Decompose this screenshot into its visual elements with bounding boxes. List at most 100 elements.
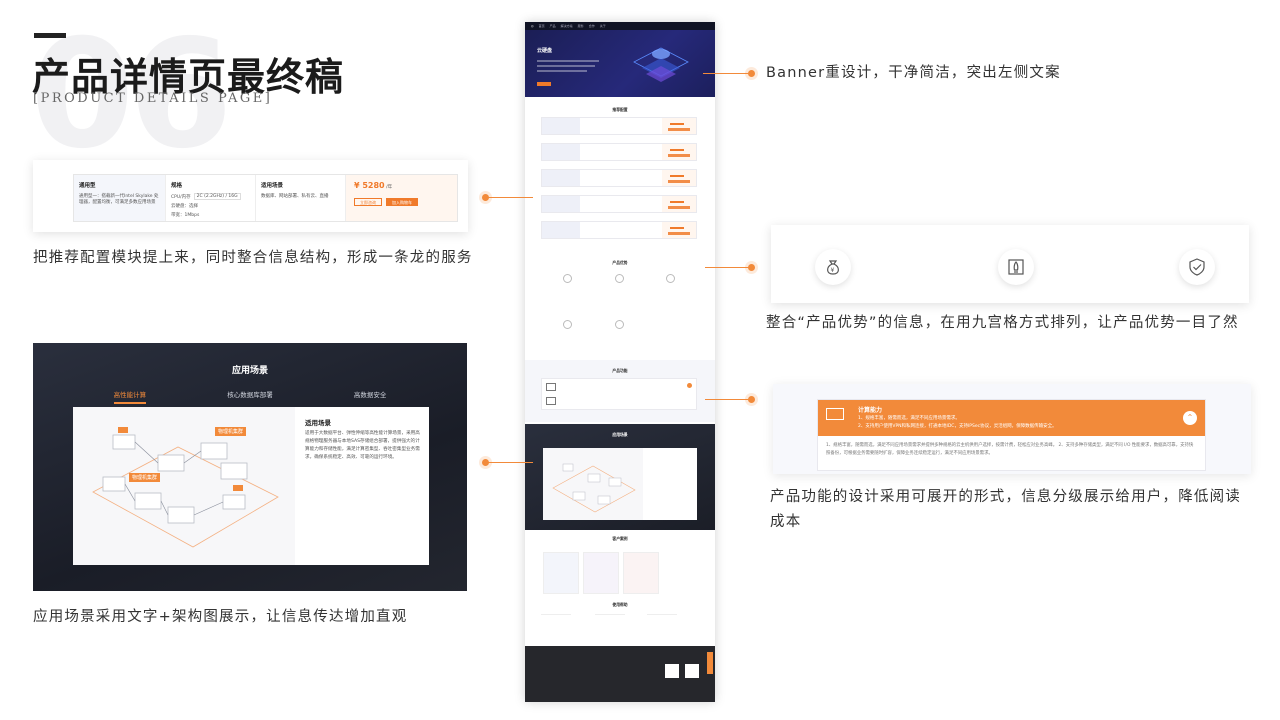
connector-line <box>485 462 533 463</box>
preview-config-row <box>541 143 697 161</box>
svg-text:¥: ¥ <box>831 267 835 274</box>
function-expand-card: 计算能力 1、规格丰富，随需而选，满足不同应用场景需求。 2、支持用户使用VPN… <box>773 384 1251 474</box>
consult-button[interactable]: 立即咨询 <box>354 198 382 206</box>
preview-nav: ◎ 首页 产品 解决方案 服务 合作 关于 <box>525 22 715 30</box>
preview-footer <box>525 646 715 702</box>
config-type-desc: 通用型一：搭载新一代Intel Skylake 处理器，配置均衡，可满足多数应用… <box>79 194 159 205</box>
add-to-cart-button[interactable]: 加入购物车 <box>386 198 418 206</box>
config-spec-title: 规格 <box>171 183 183 189</box>
grid-icon <box>546 397 556 405</box>
cloud-storage-illustration <box>633 47 689 82</box>
title-accent-bar <box>34 33 66 38</box>
scene-tab-database[interactable]: 核心数据库部署 <box>227 391 273 399</box>
qr-code-icon <box>685 664 699 678</box>
connector-dot <box>748 264 755 271</box>
config-spec-col: 规格 CPU/内存 2C (2.2GHz) / 16G 云硬盘：选择 带宽：1M… <box>166 175 256 221</box>
connector-line <box>485 197 533 198</box>
function-annotation: 产品功能的设计采用可展开的形式，信息分级展示给用户，降低阅读成本 <box>770 489 1241 530</box>
connector-line <box>705 399 751 400</box>
preview-advantage-icon <box>615 320 624 329</box>
preview-advantage-icon <box>615 274 624 283</box>
config-bandwidth: 带宽：1Mbps <box>171 213 200 218</box>
preview-advantage-icon <box>666 274 675 283</box>
function-panel-header[interactable]: 计算能力 1、规格丰富，随需而选，满足不同应用场景需求。 2、支持用户使用VPN… <box>818 400 1205 436</box>
preview-config-row <box>541 221 697 239</box>
function-detail-text: 1、规格丰富，随需而选，满足不同应用场景需求并提供多种规格的云主机供用户选择，按… <box>826 443 1194 456</box>
product-page-preview: ◎ 首页 产品 解决方案 服务 合作 关于 云硬盘 推荐配置 产品优势 产品功能 <box>525 22 715 702</box>
preview-banner-button[interactable] <box>537 82 551 86</box>
cpu-select[interactable]: 2C (2.2GHz) / 16G <box>193 193 241 200</box>
config-row: 通用型 通用型一：搭载新一代Intel Skylake 处理器，配置均衡，可满足… <box>73 174 458 222</box>
preview-docs-title: 使用帮助 <box>612 602 628 607</box>
architecture-diagram <box>73 407 295 565</box>
preview-function-title: 产品功能 <box>612 368 628 373</box>
config-disk: 云硬盘：选择 <box>171 204 198 209</box>
preview-nav-item[interactable]: 合作 <box>588 24 595 28</box>
preview-nav-item[interactable]: 服务 <box>577 24 584 28</box>
function-line-2: 2、支持用户使用VPN和私网连接，打通本地IDC，支持IPSec协议，灵活组网，… <box>858 424 1057 429</box>
money-bag-icon: ¥ <box>815 249 851 285</box>
scene-tab-hpc[interactable]: 高性能计算 <box>113 389 147 404</box>
scene-text: 适用场景 适用于大数据平台、弹性伸缩等高性能计算场景，采用高规格物理服务器与本地… <box>305 419 423 462</box>
preview-config-row <box>541 169 697 187</box>
config-scene-col: 适用场景 数据库、网站部署、私有云、直播 <box>256 175 346 221</box>
preview-nav-item[interactable]: 首页 <box>538 24 545 28</box>
preview-config-row <box>541 195 697 213</box>
connector-line <box>703 73 751 74</box>
preview-case-card[interactable] <box>543 552 579 594</box>
scene-annotation: 应用场景采用文字+架构图展示，让信息传达增加直观 <box>33 609 408 625</box>
preview-nav-item[interactable]: 解决方案 <box>560 24 573 28</box>
qr-code-icon <box>665 664 679 678</box>
function-line-1: 1、规格丰富，随需而选，满足不同应用场景需求。 <box>858 416 960 421</box>
config-scene-desc: 数据库、网站部署、私有云、直播 <box>261 194 329 199</box>
config-annotation: 把推荐配置模块提上来，同时整合信息结构，形成一条龙的服务 <box>33 250 473 266</box>
config-type-col: 通用型 通用型一：搭载新一代Intel Skylake 处理器，配置均衡，可满足… <box>74 175 166 221</box>
preview-case-card[interactable] <box>583 552 619 594</box>
connector-dot <box>482 194 489 201</box>
function-title: 计算能力 <box>858 407 883 414</box>
page-subtitle: [PRODUCT DETAILS PAGE] <box>33 91 273 106</box>
preview-case-card[interactable] <box>623 552 659 594</box>
background-section-number: 06 <box>30 8 233 182</box>
preview-advantage-icon <box>563 320 572 329</box>
preview-function-section: 产品功能 <box>525 360 715 422</box>
preview-expand-toggle[interactable] <box>687 383 692 388</box>
cart-icon <box>546 383 556 391</box>
config-scene-title: 适用场景 <box>261 183 284 189</box>
connector-dot <box>748 396 755 403</box>
preview-nav-item[interactable]: 产品 <box>549 24 556 28</box>
rocket-icon <box>998 249 1034 285</box>
function-panel: 计算能力 1、规格丰富，随需而选，满足不同应用场景需求。 2、支持用户使用VPN… <box>817 399 1206 471</box>
connector-dot <box>482 459 489 466</box>
preview-doc-list <box>595 614 625 628</box>
preview-logo: ◎ <box>531 24 534 28</box>
scene-text-title: 适用场景 <box>305 419 331 427</box>
preview-scene-title: 应用场景 <box>612 432 628 437</box>
config-price: ¥ 5280 <box>354 181 385 190</box>
preview-banner-title: 云硬盘 <box>537 48 553 54</box>
shield-check-icon <box>1179 249 1215 285</box>
scene-title: 应用场景 <box>231 366 268 376</box>
preview-nav-item[interactable]: 关于 <box>599 24 606 28</box>
preview-architecture-diagram <box>543 448 643 520</box>
connector-line <box>705 267 751 268</box>
diagram-label-cluster-1: 物理机集群 <box>215 427 247 436</box>
preview-doc-list <box>541 614 571 628</box>
preview-advantages-title: 产品优势 <box>612 260 628 265</box>
collapse-toggle-button[interactable]: ⌃ <box>1183 411 1197 425</box>
preview-function-box <box>541 378 697 410</box>
config-price-unit: /年 <box>386 185 393 190</box>
preview-config-title: 推荐配置 <box>612 107 628 112</box>
page-title: 产品详情页最终稿 <box>32 55 345 99</box>
application-scene-card: 应用场景 高性能计算 核心数据库部署 高数据安全 <box>33 343 467 591</box>
side-float-bar[interactable] <box>707 652 713 674</box>
advantages-annotation: 整合“产品优势”的信息，在用九宫格方式排列，让产品优势一目了然 <box>766 315 1239 331</box>
advantages-card: ¥ <box>771 225 1249 303</box>
scene-tab-security[interactable]: 高数据安全 <box>353 391 387 399</box>
config-price-col: ¥ 5280 /年 立即咨询 加入购物车 <box>346 175 457 221</box>
preview-advantage-icon <box>563 274 572 283</box>
diagram-label-cluster-2: 物理机集群 <box>129 473 161 482</box>
recommended-config-card: 通用型 通用型一：搭载新一代Intel Skylake 处理器，配置均衡，可满足… <box>33 160 468 232</box>
scene-panel: 物理机集群 物理机集群 适用场景 适用于大数据平台、弹性伸缩等高性能计算场景，采… <box>73 407 429 565</box>
banner-annotation: Banner重设计，干净简洁，突出左侧文案 <box>766 65 1061 81</box>
